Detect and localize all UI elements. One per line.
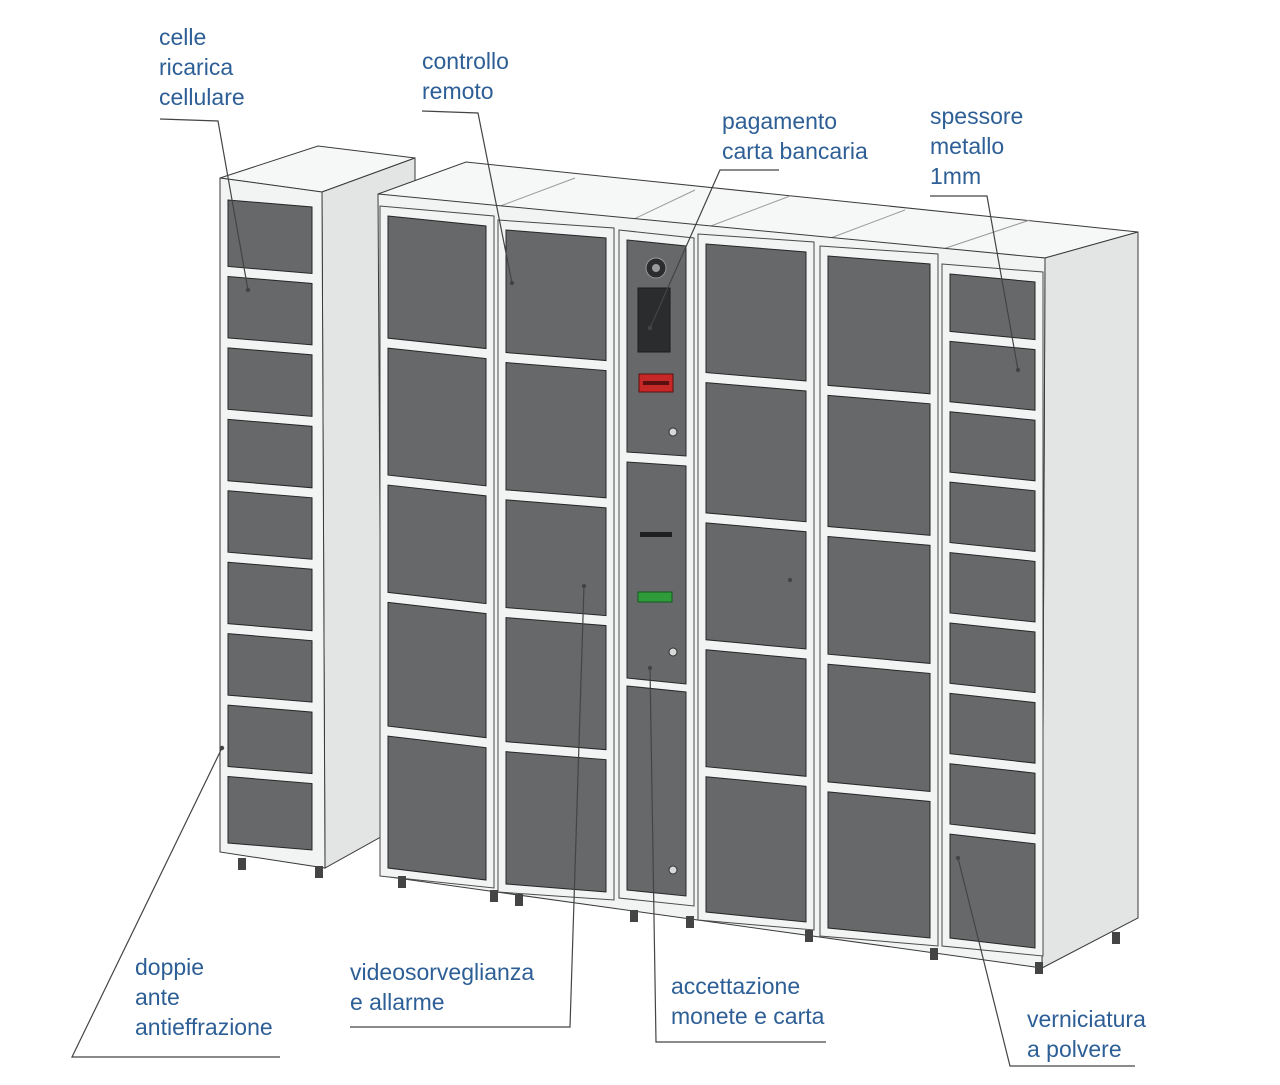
locker-door-large [705, 243, 807, 382]
bill-acceptor-icon [637, 591, 673, 603]
locker-door-small [949, 273, 1036, 341]
panel-lower [626, 461, 687, 685]
coin-slot-icon [640, 532, 672, 537]
callout-line: doppie [135, 954, 205, 980]
panel-bottom [626, 685, 687, 897]
locker-door-small [949, 552, 1036, 623]
tower-doors [227, 199, 313, 851]
callout-powder-coating: verniciatura a polvere [1027, 1004, 1146, 1064]
locker-door-large [705, 649, 807, 777]
callout-line: ricarica [159, 54, 234, 80]
leader-powder-coating [957, 857, 1135, 1067]
callout-line: cellulare [159, 84, 245, 110]
callout-line: monete e carta [671, 1003, 825, 1029]
callout-line: 1mm [930, 163, 982, 189]
callout-remote-control: controllo remoto [422, 46, 509, 106]
callout-line: ante [135, 984, 180, 1010]
locker-door-small [949, 692, 1036, 764]
locker-door-small [949, 833, 1036, 949]
charging-cell-door [227, 418, 313, 489]
locker-door-large [827, 791, 931, 939]
charging-tower [219, 145, 416, 878]
callout-line: metallo [930, 133, 1005, 159]
bank-feet [398, 876, 1120, 974]
main-locker-bank [377, 161, 1139, 974]
charging-cell-door [227, 490, 313, 560]
locker-door-small [949, 340, 1036, 411]
callout-metal-thickness: spessore metallo 1mm [930, 101, 1023, 191]
leader-metal-thickness [930, 195, 1019, 371]
locker-door-large [505, 617, 607, 751]
charging-cell-door [227, 199, 313, 274]
callout-line: antieffrazione [135, 1014, 273, 1040]
leader-coin-card [649, 667, 826, 1043]
callout-line: remoto [422, 78, 494, 104]
locker-door-large [705, 522, 807, 650]
bank-side [1041, 231, 1139, 969]
callout-double-doors: doppie ante antieffrazione [135, 952, 273, 1042]
leader-card-payment [649, 169, 779, 329]
callout-line: accettazione [671, 973, 801, 999]
callout-coin-card: accettazione monete e carta [671, 971, 824, 1031]
charging-cell-door [227, 275, 313, 346]
tower-foot [238, 858, 246, 870]
leader-video-alarm [350, 585, 585, 1028]
locker-door-large [505, 751, 607, 893]
callout-line: e allarme [350, 989, 445, 1015]
callout-line: videosorveglianza [350, 959, 535, 985]
locker-door-large [387, 735, 487, 881]
locker-door-large [827, 535, 931, 664]
locker-door-large [387, 215, 487, 350]
locker-door-large [505, 499, 607, 617]
callout-card-payment: pagamento carta bancaria [722, 106, 868, 166]
locker-door-small [949, 763, 1036, 835]
callout-video-alarm: videosorveglianza e allarme [350, 957, 534, 1017]
locker-door-large [387, 601, 487, 739]
locker-door-large [387, 347, 487, 487]
lock-icon [668, 427, 678, 437]
leader-remote-control [421, 110, 513, 284]
callout-line: celle [159, 24, 207, 50]
locker-door-small [949, 622, 1036, 694]
leader-charging-cells [159, 118, 249, 291]
locker-door-large [387, 484, 487, 605]
tower-foot [315, 866, 323, 878]
callout-line: verniciatura [1027, 1006, 1146, 1032]
charging-cell-door [227, 776, 313, 851]
locker-door-large [705, 776, 807, 923]
locker-door-large [827, 663, 931, 793]
callout-charging-cells: celle ricarica cellulare [159, 22, 245, 112]
callout-line: carta bancaria [722, 138, 868, 164]
charging-cell-door [227, 347, 313, 417]
locker-door-small [949, 411, 1036, 482]
locker-door-small [949, 481, 1036, 552]
callout-line: spessore [930, 103, 1024, 129]
lock-icon [668, 865, 678, 875]
callout-line: a polvere [1027, 1036, 1122, 1062]
leader-double-doors [71, 747, 280, 1058]
locker-door-large [705, 382, 807, 523]
charging-cell-door [227, 561, 313, 632]
locker-door-large [505, 229, 607, 362]
locker-door-large [827, 255, 931, 395]
locker-door-large [505, 361, 607, 499]
charging-cell-door [227, 704, 313, 775]
payment-terminal [626, 239, 687, 897]
bank-doors [387, 215, 1036, 949]
callout-line: controllo [422, 48, 509, 74]
callout-line: pagamento [722, 108, 838, 134]
leader-lines [71, 110, 1135, 1067]
charging-cell-door [227, 633, 313, 703]
lock-icon [668, 647, 678, 657]
locker-door-large [827, 394, 931, 536]
